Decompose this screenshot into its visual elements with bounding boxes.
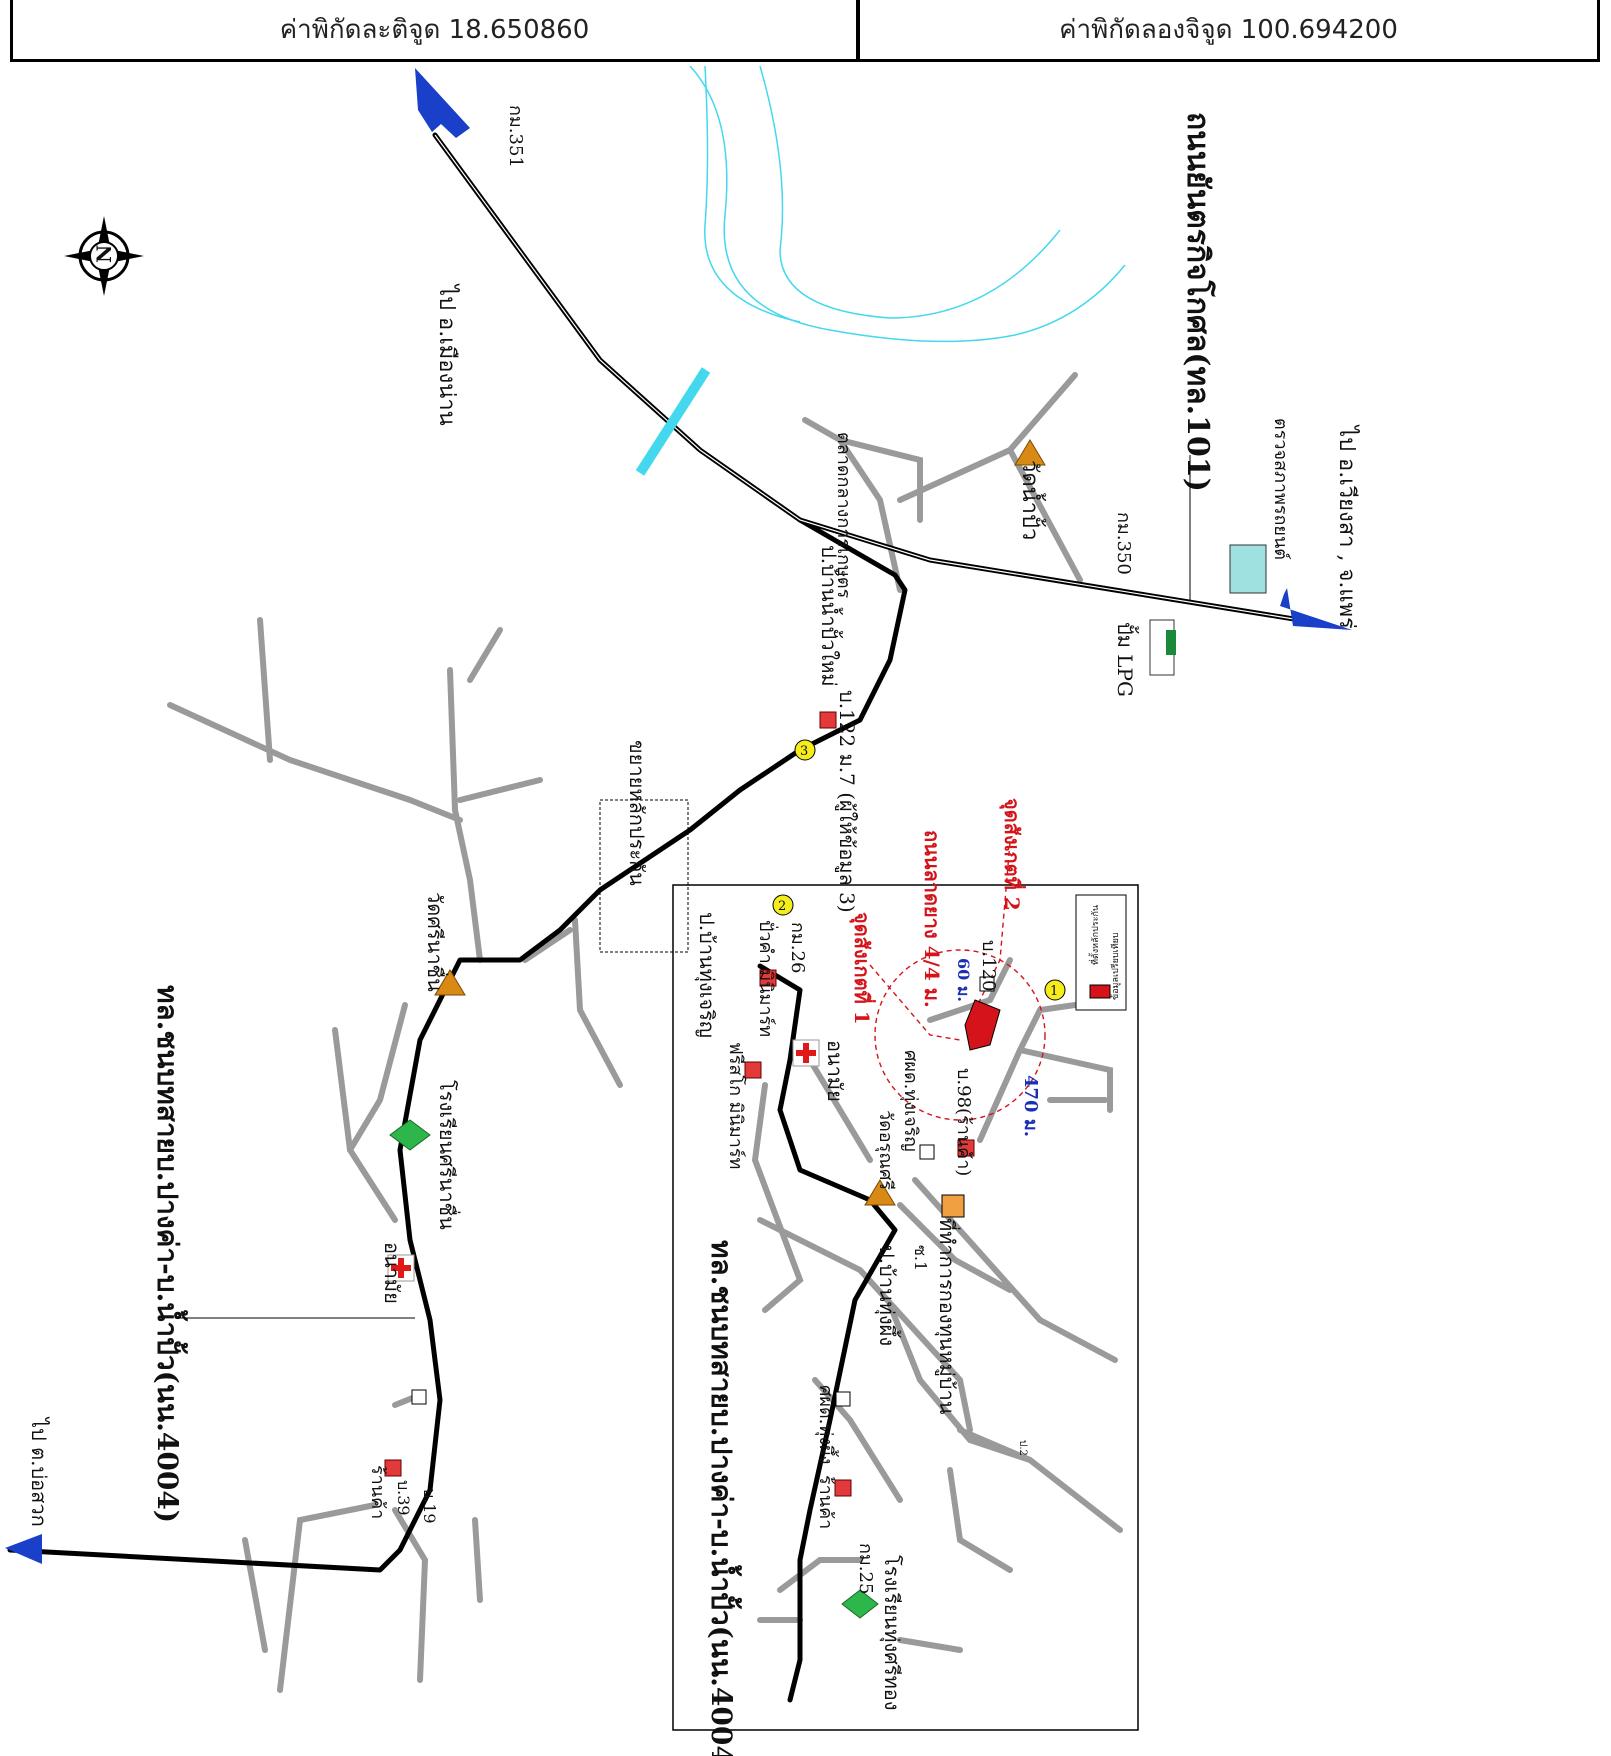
svg-text:3: 3: [800, 744, 808, 759]
label-km351: กม.351: [505, 105, 526, 168]
legend-info: ข้อมูลเปรียบเทียบ: [1110, 932, 1121, 1000]
label-expand-pillar: ขยายหลักประกัน: [625, 740, 649, 886]
label-km350: กม.350: [1113, 512, 1134, 575]
marker-3: 3: [794, 739, 816, 761]
river: [689, 66, 1126, 343]
label-rural-road-left: ทล.ชนบทสายบ.ปางค่า-บ.น้ำปั้ว(นน.4004): [151, 985, 189, 1523]
marker-1: 1: [1044, 979, 1066, 1001]
label-agri-market: ตลาดกลางการเกษตร: [833, 432, 854, 599]
north-arrow-icon: N: [64, 216, 144, 296]
label-small-note: ป.2: [1017, 1440, 1028, 1456]
label-po-thung-charoen: ป.บ้านทุ่งเจริญ: [694, 912, 719, 1038]
direction-arrows-icon: [5, 68, 1352, 1564]
label-puakam: ปั่วคำ มินิมาร์ท: [755, 920, 779, 1037]
label-vehicle-inspection: ตรวจสภาพรถยนต์: [1270, 418, 1291, 560]
school-icon: [389, 1119, 879, 1619]
label-to-wiang-sa: ไป อ.เวียงสา , จ.แพร่: [1334, 424, 1360, 629]
label-village-fund: ที่ทำการกองทุนหมู่บ้าน: [934, 1218, 961, 1415]
label-wat-si-na-chuen: วัดศรีนาชื่น: [423, 892, 449, 992]
label-observe-1: จุดสังเกตที่ 1: [849, 912, 877, 1025]
label-wat-arunsri: วัดอรุณศรี: [875, 1110, 896, 1190]
label-shop-2: ร้านค้า: [815, 1475, 836, 1529]
legend: ที่ตั้งหลักประกัน ข้อมูลเปรียบเทียบ: [1075, 894, 1127, 1011]
label-kindergarten-tc: ศผด.ทุ่งเจริญ: [900, 1050, 921, 1152]
label-health-2: อนามัย: [823, 1040, 847, 1102]
label-km26: กม.26: [787, 922, 808, 973]
label-km25: กม.25: [855, 1543, 876, 1594]
marker-2: 2: [772, 894, 794, 916]
label-road101: ถนนยันตรกิจโกศล(ทล.101): [1180, 112, 1217, 492]
inset-box: [672, 884, 1139, 1731]
temple-icon: [434, 439, 1046, 1206]
label-b39: บ.39: [394, 1480, 413, 1516]
health-cross-icon: [387, 1254, 415, 1282]
site-circle: [869, 841, 1046, 1121]
label-wat-nam-pua: วัดน้ำปั้ว: [1017, 460, 1046, 540]
label-dist-60: 60 ม.: [954, 958, 973, 1002]
location-map: N: [5, 66, 1360, 1756]
lpg-pump-icon: [1149, 619, 1176, 676]
minor-roads: [167, 372, 1123, 1693]
label-health-1: อนามัย: [380, 1242, 404, 1304]
label-po-nam-pua-mai: ป.บ้านน้ำปั้วใหม่: [817, 545, 843, 687]
coordinate-header: ค่าพิกัดละติจูด 18.650860 ค่าพิกัดลองจิจ…: [10, 0, 1600, 62]
label-lpg-pump: ปั้ม LPG: [1113, 622, 1139, 697]
label-ch1: ซ.1: [911, 1245, 930, 1271]
label-to-bo-suak: ไป ต.บ่อสวก: [27, 1416, 51, 1527]
inspection-building-icon: [1229, 544, 1267, 594]
label-rural-road-inset: ทล.ชนบทสายบ.ปางค่า-บ.น้ำปั้ว(นน.4004): [705, 1240, 743, 1756]
label-po-thung-phung: ป.บ้านทุ่งผึ้ง: [874, 1245, 901, 1346]
pointer-lines: [175, 455, 1191, 1319]
label-observe-2: จุดสังเกตที่ 2: [999, 798, 1027, 911]
label-to-muang-nan: ไป อ.เมืองน่าน: [434, 283, 460, 426]
house-icons: [411, 976, 995, 1407]
label-kindergarten-tp: ศผด.ทุ่งผึ้ง: [815, 1385, 839, 1464]
health-cross-icon-2: [792, 1039, 820, 1067]
label-school-thung-si-thong: โรงเรียนทุ่งศรีทอง: [879, 1555, 904, 1711]
legend-pillar: ที่ตั้งหลักประกัน: [1088, 905, 1101, 965]
svg-text:1: 1: [1050, 984, 1058, 999]
latitude-label: ค่าพิกัดละติจูด 18.650860: [13, 0, 860, 59]
svg-text:2: 2: [778, 899, 786, 914]
label-h122: บ.122 ม.7 (ผู้ให้ข้อมูล 3): [834, 690, 859, 913]
longitude-label: ค่าพิกัดลองจิจูด 100.694200: [1059, 15, 1398, 45]
shop-icons: [384, 711, 975, 1497]
label-school-si-na-chuen: โรงเรียนศรีนาชื่น: [435, 1080, 461, 1230]
label-shop-1: ร้านค้า: [367, 1465, 388, 1519]
collateral-site-icon: [964, 999, 1001, 1051]
label-b120: บ.120: [978, 940, 999, 992]
label-b98: บ.98(ร้านค้า): [953, 1068, 974, 1176]
label-paved-road: ถนนลาดยาง 4/4 ม.: [920, 830, 944, 1008]
north-letter: N: [92, 245, 116, 263]
label-b19: บ.19: [420, 1488, 439, 1524]
highway-101-center: [434, 134, 1301, 621]
bridge-icon: [635, 367, 711, 476]
label-dist-470: 470 ม.: [1020, 1075, 1041, 1137]
label-frisco: ฟรีสโก มินิมาร์ท: [725, 1042, 747, 1169]
